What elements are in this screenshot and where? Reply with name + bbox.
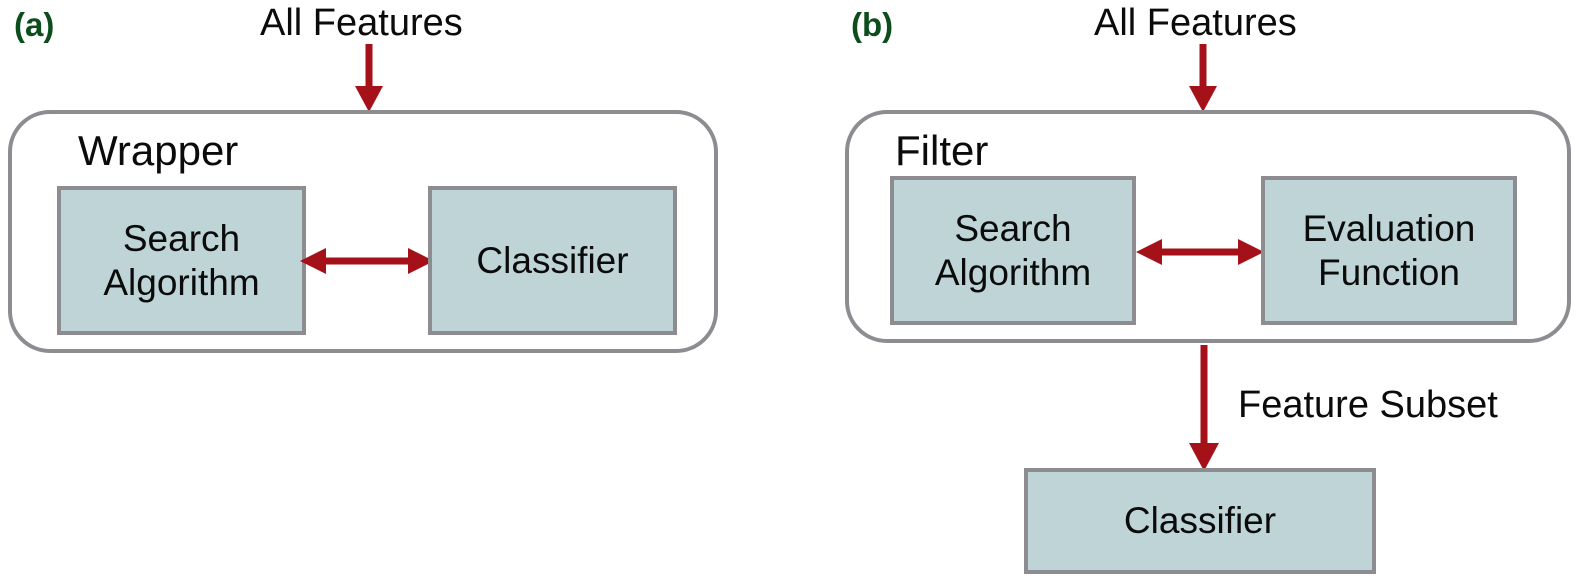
panel-a-label: (a): [14, 6, 55, 43]
node-search-algorithm-a[interactable]: Search Algorithm: [57, 186, 306, 335]
panel-b-label: (b): [851, 6, 894, 43]
panel-a-input-label: All Features: [260, 2, 463, 44]
node-evaluation-function-b[interactable]: Evaluation Function: [1261, 176, 1517, 325]
wrapper-title: Wrapper: [78, 127, 239, 174]
panel-b-input-arrow-icon: [1189, 44, 1217, 112]
node-classifier-a[interactable]: Classifier: [428, 186, 677, 335]
node-search-algorithm-b[interactable]: Search Algorithm: [890, 176, 1136, 325]
panel-a-bidirectional-arrow-icon: [300, 248, 434, 274]
feature-subset-label: Feature Subset: [1238, 384, 1498, 426]
node-line: Search: [954, 207, 1072, 249]
node-line: Algorithm: [934, 251, 1092, 293]
panel-a-input-arrow-icon: [355, 44, 383, 112]
node-line: Evaluation: [1302, 207, 1476, 249]
node-line: Function: [1318, 251, 1460, 293]
node-line: Classifier: [1123, 500, 1277, 542]
panel-b-feature-subset-arrow-icon: [1189, 345, 1219, 471]
node-line: Search: [122, 217, 241, 259]
node-line: Algorithm: [103, 261, 260, 303]
panel-b-input-label: All Features: [1094, 2, 1297, 44]
panel-b-bidirectional-arrow-icon: [1136, 239, 1264, 265]
filter-title: Filter: [895, 127, 989, 174]
node-line: Classifier: [476, 239, 629, 281]
node-classifier-b[interactable]: Classifier: [1024, 468, 1376, 574]
